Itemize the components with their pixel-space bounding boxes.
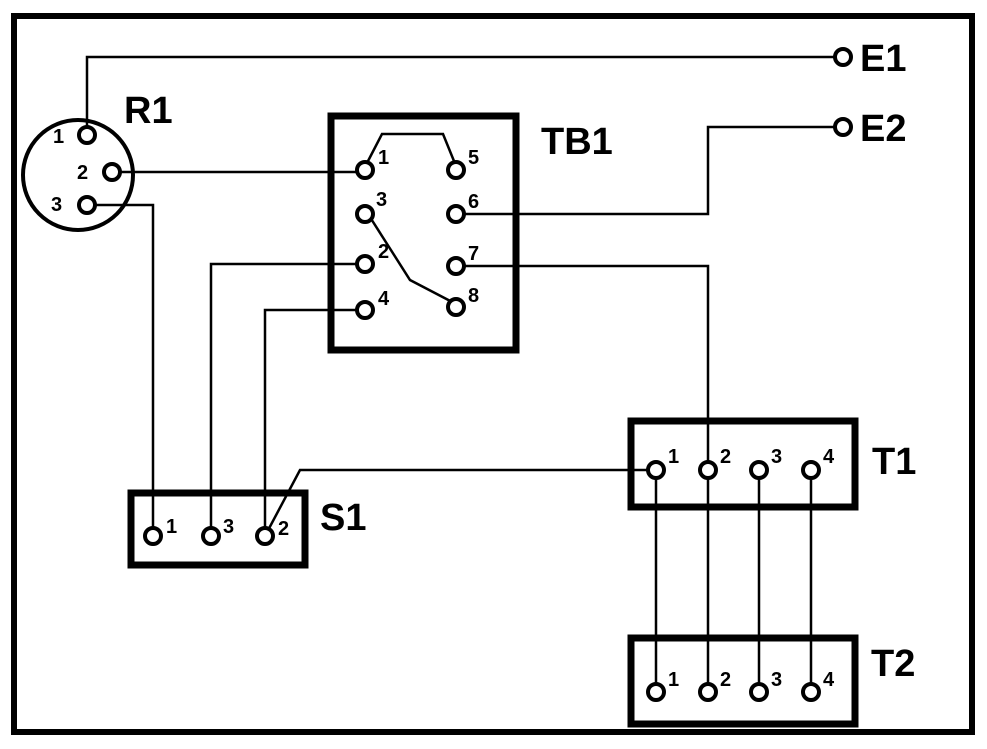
e2-label: E2 xyxy=(860,108,906,150)
r1-terminal-2 xyxy=(102,162,122,182)
tb1-label: TB1 xyxy=(541,121,613,163)
tb1-pin-3-label: 3 xyxy=(376,189,387,211)
s1-pin-3-label: 3 xyxy=(223,516,234,538)
t2-body xyxy=(627,634,859,728)
t2-pin-2-label: 2 xyxy=(720,669,731,691)
wire-e1-r1-1 xyxy=(85,55,843,135)
t2-label: T2 xyxy=(871,643,915,685)
r1-pin-3-label: 3 xyxy=(51,194,62,216)
tb1-terminal-2 xyxy=(355,254,375,274)
tb1-terminal-1 xyxy=(355,160,375,180)
wires xyxy=(85,55,843,692)
t1-pin-4-label: 4 xyxy=(823,446,835,468)
component-tb1: 1 5 3 6 2 7 4 8 TB1 xyxy=(327,112,613,354)
t1-pin-2-label: 2 xyxy=(720,446,731,468)
wire-e2-tb1-6 xyxy=(460,125,843,216)
s1-label: S1 xyxy=(320,497,366,539)
tb1-pin-1-label: 1 xyxy=(378,147,389,169)
tb1-terminal-4 xyxy=(355,300,375,320)
component-r1: 1 2 3 R1 xyxy=(21,90,173,232)
component-t2: 1 2 3 4 T2 xyxy=(627,634,915,728)
t1-terminal-3 xyxy=(749,460,769,480)
r1-pin-1-label: 1 xyxy=(53,126,64,148)
t1-terminal-2 xyxy=(698,460,718,480)
tb1-terminal-7 xyxy=(446,256,466,276)
e2-terminal xyxy=(833,117,853,137)
t2-pin-1-label: 1 xyxy=(668,669,679,691)
t1-terminal-1 xyxy=(646,460,666,480)
wire-tb1-7-t1-2 xyxy=(460,264,710,470)
wire-tb1-2-s1-3 xyxy=(209,262,365,536)
t2-pin-4-label: 4 xyxy=(823,669,835,691)
t1-terminal-4 xyxy=(801,460,821,480)
tb1-pin-2-label: 2 xyxy=(378,241,389,263)
s1-terminal-3 xyxy=(201,526,221,546)
r1-body xyxy=(21,118,135,232)
tb1-terminal-8 xyxy=(446,297,466,317)
t2-pin-3-label: 3 xyxy=(771,669,782,691)
t1-pin-1-label: 1 xyxy=(668,446,679,468)
tb1-terminal-6 xyxy=(446,204,466,224)
component-t1: 1 2 3 4 T1 xyxy=(627,417,916,511)
t1-body xyxy=(627,417,859,511)
t2-terminal-4 xyxy=(801,682,821,702)
tb1-pin-7-label: 7 xyxy=(468,243,479,265)
r1-terminal-3 xyxy=(77,195,97,215)
terminal-e2: E2 xyxy=(833,108,906,150)
s1-terminal-1 xyxy=(143,526,163,546)
t2-terminal-2 xyxy=(698,682,718,702)
wire-s1-2-t1-1 xyxy=(263,468,656,537)
s1-pin-2-label: 2 xyxy=(278,518,289,540)
t2-terminal-3 xyxy=(749,682,769,702)
r1-terminal-1 xyxy=(77,125,97,145)
s1-body xyxy=(127,489,309,569)
wire-tb1-1-5 xyxy=(365,132,458,167)
s1-pin-1-label: 1 xyxy=(166,516,177,538)
t1-label: T1 xyxy=(872,441,916,483)
diagram-frame xyxy=(11,13,975,735)
component-s1: 1 3 2 S1 xyxy=(127,489,366,569)
wire-tb1-3-8 xyxy=(366,213,457,306)
tb1-pin-8-label: 8 xyxy=(468,285,479,307)
r1-pin-2-label: 2 xyxy=(77,162,88,184)
s1-terminal-2 xyxy=(255,526,275,546)
tb1-body xyxy=(327,112,520,354)
e1-label: E1 xyxy=(860,38,906,80)
tb1-pin-5-label: 5 xyxy=(468,147,479,169)
t2-terminal-1 xyxy=(646,682,666,702)
r1-label: R1 xyxy=(124,90,173,132)
tb1-terminal-5 xyxy=(446,160,466,180)
tb1-terminal-3 xyxy=(355,204,375,224)
t1-pin-3-label: 3 xyxy=(771,446,782,468)
tb1-pin-4-label: 4 xyxy=(378,288,390,310)
wire-r1-3-s1-1 xyxy=(87,203,155,536)
e1-terminal xyxy=(833,47,853,67)
terminal-e1: E1 xyxy=(833,38,906,80)
tb1-pin-6-label: 6 xyxy=(468,191,479,213)
